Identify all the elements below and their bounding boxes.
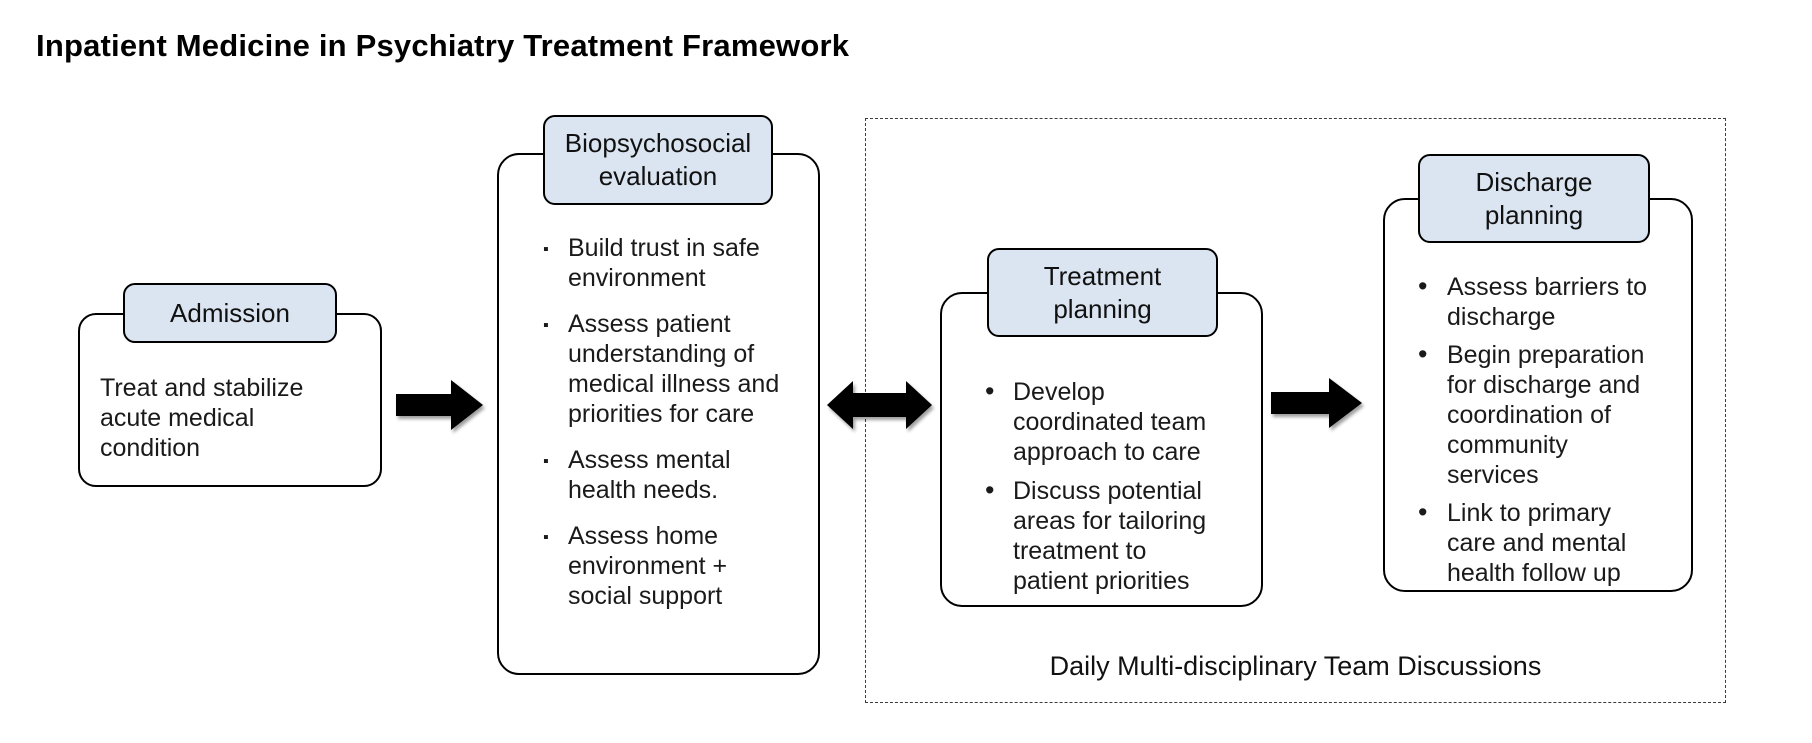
disc-bullet-icon: • xyxy=(1418,271,1428,301)
list-item: • Develop coordinated team approach to c… xyxy=(985,376,1207,466)
admission-header: Admission xyxy=(123,283,337,343)
square-bullet-icon: ▪ xyxy=(543,453,549,470)
admission-body-text: Treat and stabilize acute medical condit… xyxy=(100,374,304,462)
list-item: • Link to primary care and mental health… xyxy=(1418,497,1627,587)
biopsychosocial-box xyxy=(497,153,820,675)
biopsychosocial-header: Biopsychosocial evaluation xyxy=(543,115,773,205)
arrow-left-right-icon xyxy=(826,379,933,432)
discharge-header: Discharge planning xyxy=(1418,154,1650,243)
list-item: ▪ Build trust in safe environment xyxy=(543,234,760,292)
list-item: • Begin preparation for discharge and co… xyxy=(1418,339,1645,489)
stage-admission: Admission Treat and stabilize acute medi… xyxy=(78,283,382,487)
list-item: • Assess barriers to discharge xyxy=(1418,271,1648,331)
square-bullet-icon: ▪ xyxy=(543,241,549,258)
list-item: ▪ Assess patient understanding of medica… xyxy=(543,310,780,428)
treatment-header: Treatment planning xyxy=(987,248,1218,337)
list-item: ▪ Assess mental health needs. xyxy=(543,446,731,504)
list-item: ▪ Assess home environment + social suppo… xyxy=(543,522,728,610)
discharge-bullet-list: • Assess barriers to discharge • Begin p… xyxy=(1418,271,1664,588)
arrow-right-icon xyxy=(396,379,484,432)
square-bullet-icon: ▪ xyxy=(543,529,549,546)
team-discussions-label: Daily Multi-disciplinary Team Discussion… xyxy=(1049,651,1542,681)
arrow-right-icon xyxy=(1271,377,1363,430)
disc-bullet-icon: • xyxy=(1418,497,1428,527)
discharge-box xyxy=(1383,198,1693,592)
diagram-title: Inpatient Medicine in Psychiatry Treatme… xyxy=(36,28,850,63)
biopsychosocial-bullet-list: ▪ Build trust in safe environment ▪ Asse… xyxy=(543,233,789,611)
square-bullet-icon: ▪ xyxy=(543,317,549,334)
list-item: • Discuss potential areas for tailoring … xyxy=(985,475,1207,595)
stage-treatment-planning: Treatment planning • Develop coordinated… xyxy=(940,248,1263,607)
treatment-box xyxy=(940,292,1263,607)
disc-bullet-icon: • xyxy=(985,376,995,406)
disc-bullet-icon: • xyxy=(985,475,995,505)
disc-bullet-icon: • xyxy=(1418,339,1428,369)
treatment-bullet-list: • Develop coordinated team approach to c… xyxy=(985,376,1231,596)
stage-biopsychosocial: Biopsychosocial evaluation ▪ Build trust… xyxy=(497,115,820,675)
stage-discharge-planning: Discharge planning • Assess barriers to … xyxy=(1383,154,1693,592)
